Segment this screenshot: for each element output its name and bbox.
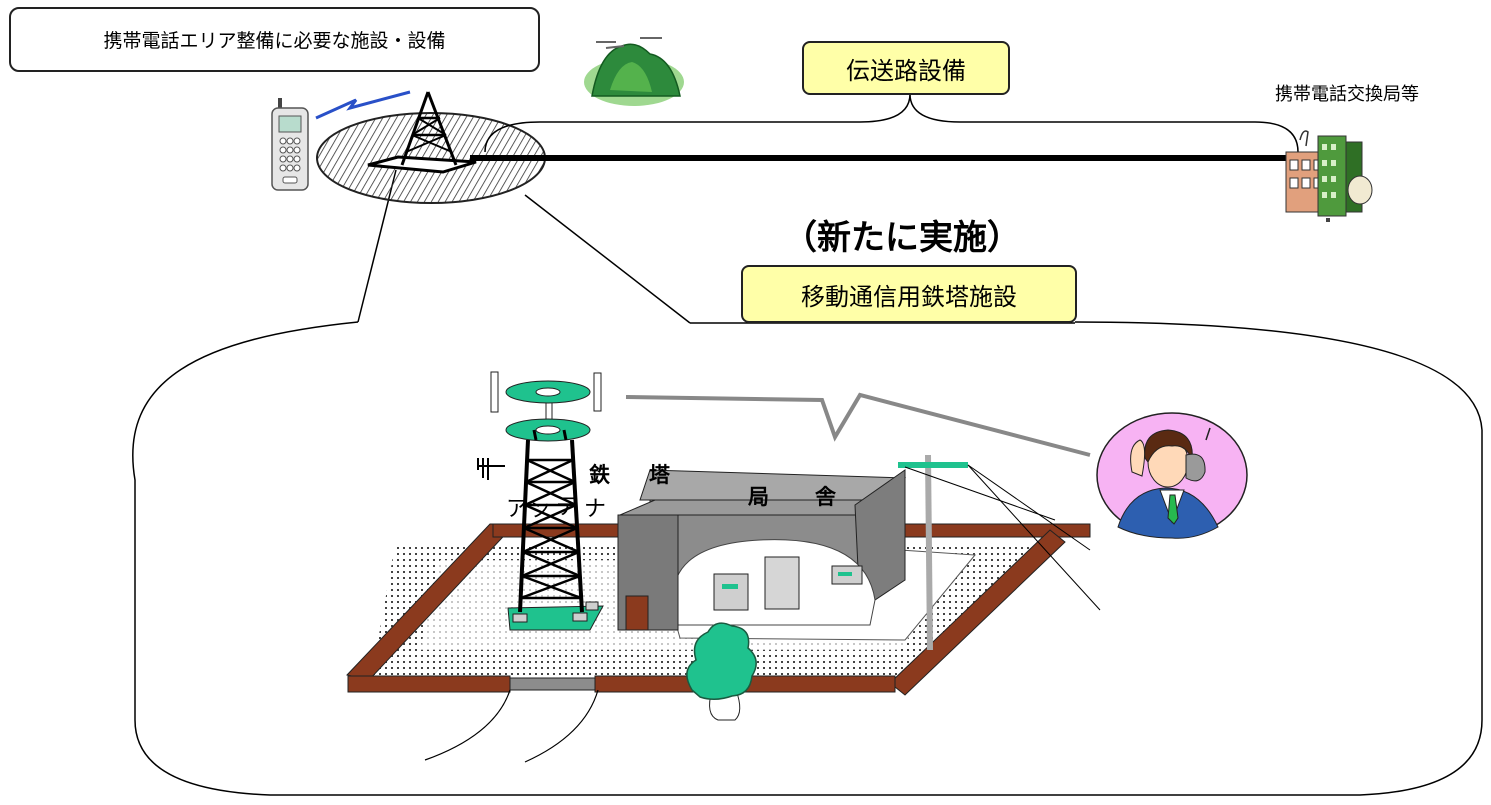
station-building <box>617 469 907 631</box>
steel-tower <box>507 429 604 631</box>
facility-bubble <box>132 321 1483 796</box>
tower-label-1: 鉄 <box>589 463 610 487</box>
antenna-array <box>477 371 602 480</box>
mobile-phone-icon <box>271 98 309 191</box>
equipment-racks <box>713 556 863 611</box>
telephone-person-icon <box>1096 412 1248 539</box>
tower-facility-callout: 移動通信用鉄塔施設 <box>741 265 1077 323</box>
new-impl-label: （新たに実施） <box>783 218 1021 258</box>
tower-facility-label: 移動通信用鉄塔施設 <box>801 282 1017 311</box>
access-paths <box>424 689 599 763</box>
header-title-box: 携帯電話エリア整備に必要な施設・設備 <box>9 7 540 72</box>
signal-wave-icon <box>315 90 411 120</box>
transmission-callout: 伝送路設備 <box>802 41 1010 95</box>
tree-icon <box>686 622 757 721</box>
exchange-label: 携帯電話交換局等 <box>1275 84 1419 105</box>
antenna-label-3: テ <box>556 495 579 520</box>
mountain-icon <box>584 37 684 106</box>
transmission-tower-icon <box>367 91 477 174</box>
tower-label-2: 塔 <box>649 463 670 487</box>
antenna-label-4: ナ <box>584 497 607 522</box>
station-label-2: 舎 <box>815 485 836 509</box>
station-label-1: 局 <box>748 485 769 509</box>
wireless-link <box>625 392 1091 457</box>
utility-pole <box>898 454 1101 651</box>
header-title: 携帯電話エリア整備に必要な施設・設備 <box>103 30 446 52</box>
transmission-brace <box>484 93 1299 153</box>
transmission-label: 伝送路設備 <box>846 56 966 85</box>
exchange-building-icon <box>1285 130 1373 222</box>
antenna-label-1: ア <box>506 497 529 522</box>
